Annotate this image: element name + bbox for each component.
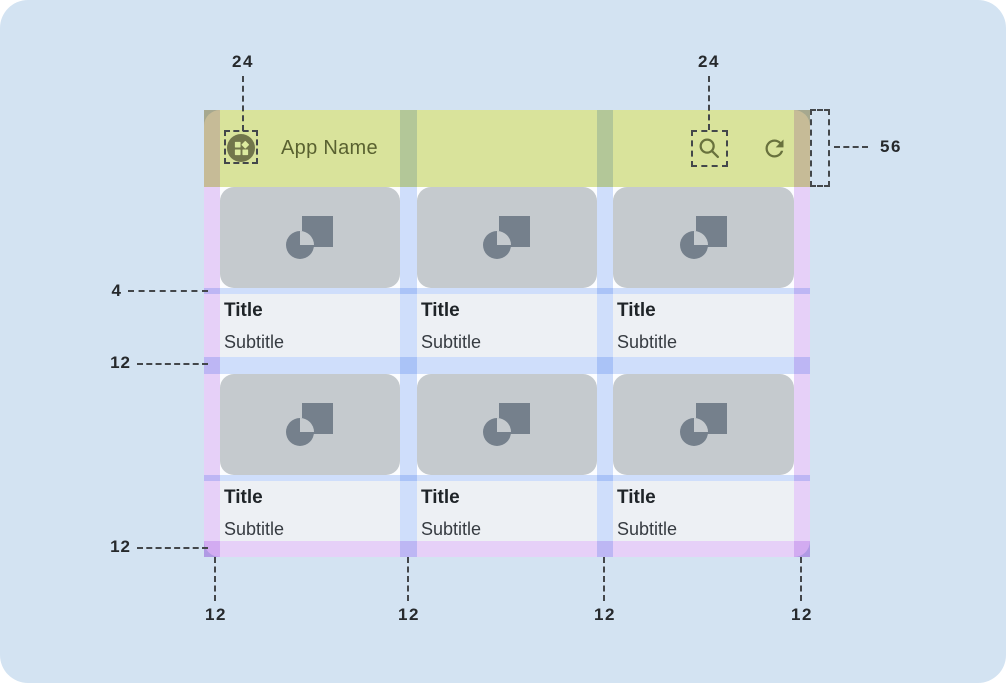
- dashed-leader-line: [214, 557, 216, 601]
- pie-square-placeholder-icon: [483, 215, 530, 259]
- refresh-icon: [761, 135, 788, 162]
- card-media-area: [613, 187, 794, 288]
- dimension-label-row-gap: 12: [110, 353, 131, 372]
- dimension-label-bottom-margin: 12: [110, 537, 131, 556]
- measure-box-app-icon: [224, 130, 258, 164]
- card-media-area: [417, 187, 597, 288]
- card-text-area: Title Subtitle: [417, 294, 597, 357]
- card-title: Title: [617, 487, 656, 508]
- measure-box-search-icon: [691, 130, 728, 167]
- dimension-label-gutter: 12: [398, 605, 420, 624]
- dimension-label-gutter: 12: [594, 605, 616, 624]
- card-title: Title: [224, 487, 263, 508]
- pie-square-placeholder-icon: [286, 402, 333, 446]
- mock-screen: Title Subtitle Title Subtitle Title Subt…: [204, 110, 810, 557]
- dimension-label-right-margin: 12: [791, 605, 813, 624]
- dimension-label-search-icon: 24: [698, 52, 720, 71]
- dashed-leader-line: [834, 146, 868, 148]
- dashed-leader-line: [137, 363, 208, 365]
- app-bar-content: App Name: [204, 110, 810, 187]
- dashed-leader-line: [407, 557, 409, 601]
- dimension-label-left-margin: 12: [205, 605, 227, 624]
- card-subtitle: Subtitle: [421, 332, 482, 352]
- card: Title Subtitle: [613, 374, 794, 541]
- pie-square-placeholder-icon: [679, 402, 727, 446]
- card-media-area: [613, 374, 794, 475]
- card-media-area: [220, 374, 400, 475]
- pie-square-placeholder-icon: [483, 402, 530, 446]
- card-subtitle: Subtitle: [421, 519, 482, 539]
- card-media-area: [417, 374, 597, 475]
- card: Title Subtitle: [220, 374, 400, 541]
- card-subtitle: Subtitle: [617, 332, 678, 352]
- dashed-leader-line: [800, 557, 802, 601]
- card-subtitle: Subtitle: [224, 519, 285, 539]
- dashed-leader-line: [137, 547, 208, 549]
- app-name-title: App Name: [281, 137, 378, 159]
- app-logo: [227, 134, 255, 162]
- card-title: Title: [617, 300, 656, 321]
- card: Title Subtitle: [417, 374, 597, 541]
- dashed-leader-line: [708, 76, 710, 130]
- widgets-icon: [234, 140, 249, 155]
- card: Title Subtitle: [417, 187, 597, 357]
- card-text-area: Title Subtitle: [613, 294, 794, 357]
- dashed-leader-line: [242, 76, 244, 131]
- dashed-leader-line: [603, 557, 605, 601]
- card-text-area: Title Subtitle: [220, 481, 400, 541]
- card-title: Title: [421, 487, 460, 508]
- card-subtitle: Subtitle: [617, 519, 678, 539]
- search-icon: [696, 135, 722, 161]
- card-media-area: [220, 187, 400, 288]
- pie-square-placeholder-icon: [679, 215, 727, 259]
- card-subtitle: Subtitle: [224, 332, 285, 352]
- measure-bracket-appbar-height: [810, 109, 830, 187]
- card-title: Title: [224, 300, 263, 321]
- pie-square-placeholder-icon: [286, 215, 333, 259]
- dimension-label-appbar-height: 56: [880, 137, 902, 156]
- card: Title Subtitle: [220, 187, 400, 357]
- card-text-area: Title Subtitle: [220, 294, 400, 357]
- dimension-label-image-text-gap: 4: [111, 281, 122, 300]
- card: Title Subtitle: [613, 187, 794, 357]
- card-title: Title: [421, 300, 460, 321]
- dashed-leader-line: [128, 290, 208, 292]
- card-text-area: Title Subtitle: [417, 481, 597, 541]
- dimension-label-app-icon: 24: [232, 52, 254, 71]
- card-text-area: Title Subtitle: [613, 481, 794, 541]
